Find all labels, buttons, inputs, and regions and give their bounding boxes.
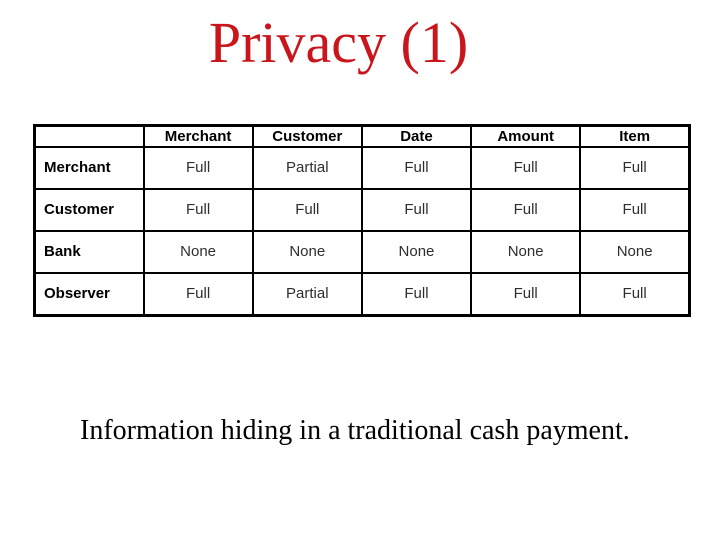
table-cell: Full (470, 271, 582, 317)
table-cell: Full (579, 271, 691, 317)
table-cell: Full (360, 187, 473, 232)
table-cell: Partial (251, 146, 363, 190)
caption: Information hiding in a traditional cash… (80, 415, 630, 446)
column-header-customer: Customer (251, 124, 363, 148)
table-cell: Full (470, 187, 582, 232)
row-label: Customer (33, 187, 145, 232)
table-row-merchant: Merchant Full Partial Full Full Full (33, 146, 691, 190)
column-header-merchant: Merchant (142, 124, 254, 148)
table-cell: Full (360, 146, 473, 190)
table-cell: Full (579, 187, 691, 232)
table-cell: Full (251, 187, 363, 232)
row-label: Bank (33, 229, 145, 274)
table-cell: Full (142, 146, 254, 190)
corner-cell (33, 124, 145, 148)
row-label: Merchant (33, 146, 145, 190)
table-row-customer: Customer Full Full Full Full Full (33, 187, 691, 232)
table-cell: Partial (251, 271, 363, 317)
table-cell: Full (142, 271, 254, 317)
table-cell: None (360, 229, 473, 274)
privacy-table: Merchant Customer Date Amount Item Merch… (33, 124, 691, 317)
slide-title: Privacy (1) (208, 10, 469, 75)
table-cell: Full (579, 146, 691, 190)
column-header-date: Date (360, 124, 473, 148)
table-cell: Full (360, 271, 473, 317)
column-header-amount: Amount (470, 124, 582, 148)
table-cell: Full (470, 146, 582, 190)
table-cell: None (251, 229, 363, 274)
table-row-observer: Observer Full Partial Full Full Full (33, 271, 691, 317)
table-cell: None (142, 229, 254, 274)
table-header-row: Merchant Customer Date Amount Item (33, 124, 691, 148)
table-cell: None (579, 229, 691, 274)
row-label: Observer (33, 271, 145, 317)
table-row-bank: Bank None None None None None (33, 229, 691, 274)
column-header-item: Item (579, 124, 691, 148)
table-cell: None (470, 229, 582, 274)
table-cell: Full (142, 187, 254, 232)
